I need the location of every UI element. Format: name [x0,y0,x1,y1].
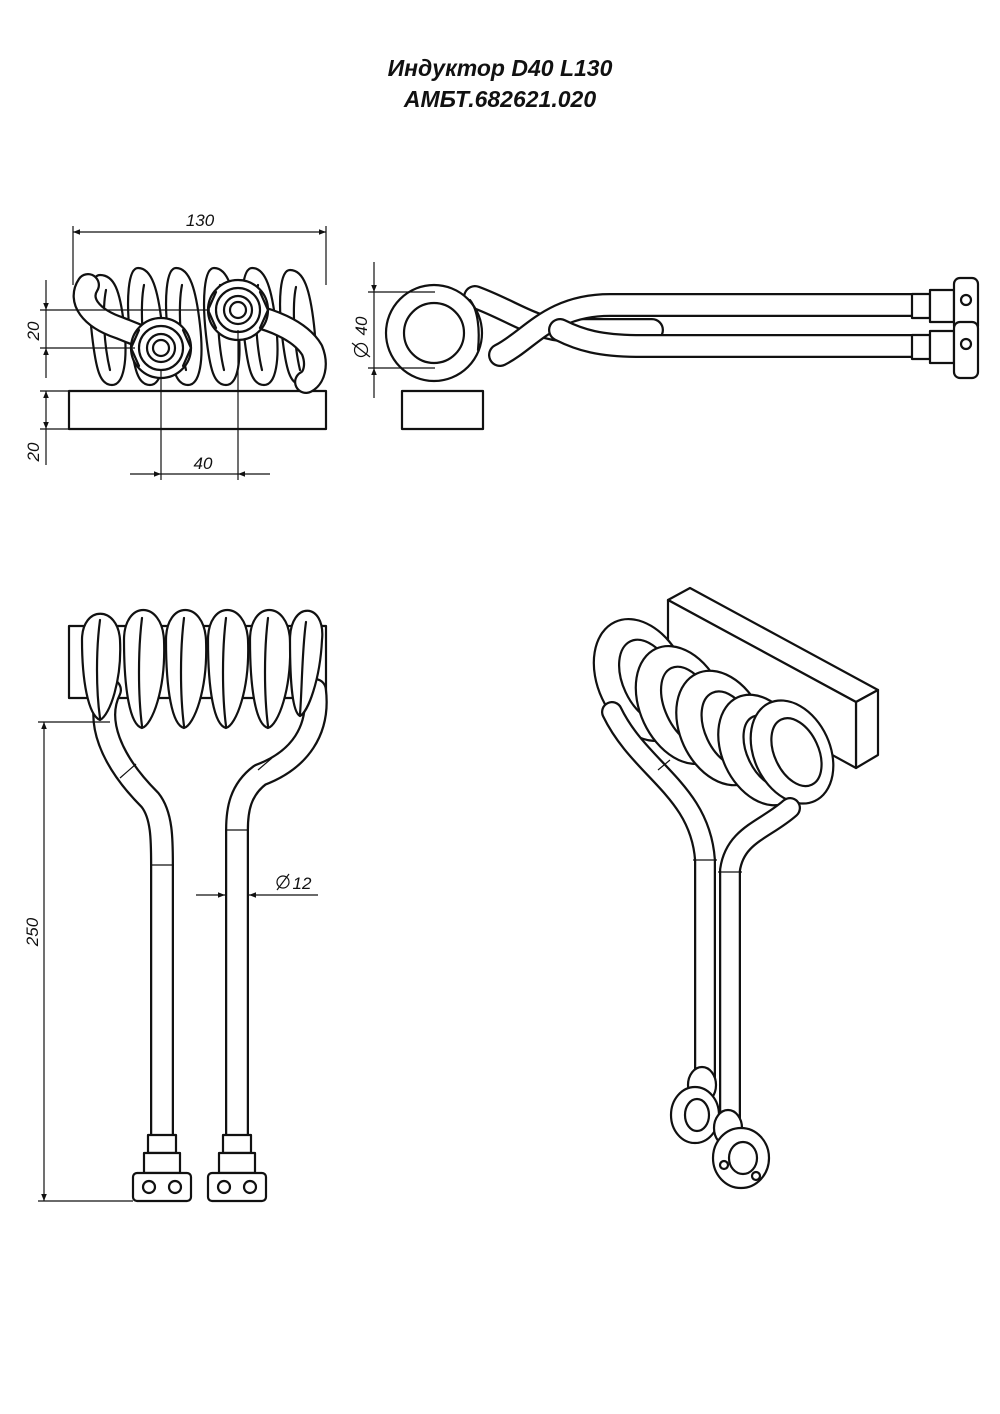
dim-diameter-label: 40 [352,316,371,335]
drawing-title: Индуктор D40 L130 [387,55,613,81]
dim-offset-label: 20 [24,321,43,341]
side-base-block [400,389,485,431]
front-base-block [67,389,328,431]
dim-base-label: 20 [24,442,43,462]
plan-fittings [131,1133,268,1203]
side-view: 40 [351,262,980,431]
plan-view: 250 12 [23,609,328,1203]
front-fitting-left [129,316,193,380]
isometric-view [592,586,880,1190]
iso-fittings [669,1065,771,1190]
side-coil-ring [384,283,484,383]
side-fittings [910,276,980,380]
drawing-number: АМБТ.682621.020 [403,86,597,112]
plan-coil [80,609,324,730]
front-fitting-right [206,278,270,342]
dim-tube-label: 12 [293,874,312,893]
dim-pitch-label: 40 [194,454,213,473]
dim-lead-label: 250 [23,917,42,947]
dim-length-label: 130 [186,211,215,230]
front-view: 130 40 20 20 [24,211,328,480]
